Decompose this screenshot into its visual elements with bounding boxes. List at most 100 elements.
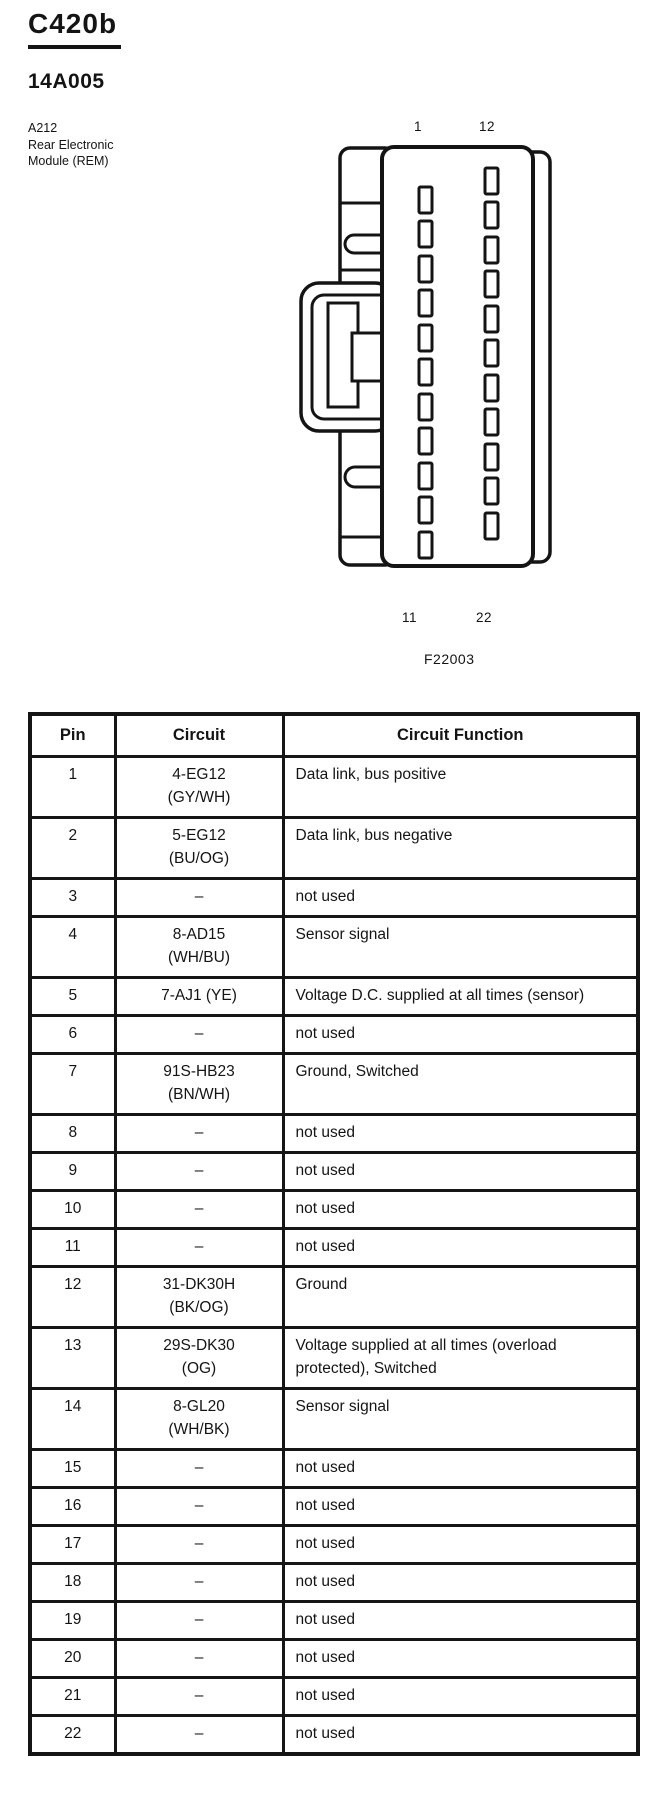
circuit-cell: – [113,1600,285,1641]
function-cell: not used [281,1151,640,1192]
pin-label-22: 22 [476,610,493,625]
function-cell: Data link, bus positive [281,755,640,819]
pin-cell: 6 [28,1014,117,1055]
circuit-cell: – [113,1189,285,1230]
component-label: A212 Rear Electronic Module (REM) [28,120,113,170]
component-label-line2: Rear Electronic [28,137,114,152]
table-row: 8–not used [28,1113,640,1154]
circuit-cell: – [113,1113,285,1154]
function-cell: not used [281,1113,640,1154]
function-cell: Voltage supplied at all times (overload … [281,1326,640,1390]
function-cell: not used [281,1486,640,1527]
circuit-cell: 7-AJ1 (YE) [113,976,285,1017]
table-row: 6–not used [28,1014,640,1055]
function-cell: not used [281,1524,640,1565]
circuit-cell: – [113,1014,285,1055]
table-row: 3–not used [28,877,640,918]
table-row: 20–not used [28,1638,640,1679]
function-cell: Sensor signal [281,915,640,979]
table-row: 18–not used [28,1562,640,1603]
pin-label-11: 11 [402,610,418,625]
function-cell: Ground, Switched [281,1052,640,1116]
function-cell: Data link, bus negative [281,816,640,880]
circuit-cell: 4-EG12(GY/WH) [113,755,285,819]
component-label-line3: Module (REM) [28,154,109,168]
table-row: 11–not used [28,1227,640,1268]
circuit-cell: 31-DK30H(BK/OG) [113,1265,285,1329]
function-cell: Ground [281,1265,640,1329]
pin-slot-column-right [485,168,498,539]
table-row: 16–not used [28,1486,640,1527]
pin-slot-column-left [419,187,432,558]
circuit-cell: 8-AD15(WH/BU) [113,915,285,979]
pin-cell: 4 [28,915,117,979]
function-cell: not used [281,1014,640,1055]
pin-cell: 17 [28,1524,117,1565]
table-row: 19–not used [28,1600,640,1641]
table-header-row: Pin Circuit Circuit Function [28,712,640,758]
function-cell: not used [281,1189,640,1230]
pin-cell: 20 [28,1638,117,1679]
circuit-cell: – [113,1151,285,1192]
table-row: 22–not used [28,1714,640,1756]
pin-cell: 18 [28,1562,117,1603]
circuit-cell: 8-GL20(WH/BK) [113,1387,285,1451]
circuit-cell: – [113,1227,285,1268]
part-number: 14A005 [28,70,105,93]
pin-cell: 16 [28,1486,117,1527]
function-cell: not used [281,1714,640,1756]
function-cell: not used [281,1448,640,1489]
pin-cell: 9 [28,1151,117,1192]
pin-cell: 19 [28,1600,117,1641]
pin-label-1: 1 [414,119,423,134]
circuit-cell: – [113,1486,285,1527]
function-cell: not used [281,1227,640,1268]
circuit-cell: 5-EG12(BU/OG) [113,816,285,880]
pin-cell: 2 [28,816,117,880]
circuit-cell: – [113,1562,285,1603]
function-cell: Voltage D.C. supplied at all times (sens… [281,976,640,1017]
function-cell: not used [281,1676,640,1717]
pin-cell: 12 [28,1265,117,1329]
pin-cell: 7 [28,1052,117,1116]
pin-cell: 1 [28,755,117,819]
table-row: 21–not used [28,1676,640,1717]
page-title: C420b [28,8,122,49]
pin-cell: 3 [28,877,117,918]
table-row: 17–not used [28,1524,640,1565]
circuit-cell: 91S-HB23(BN/WH) [113,1052,285,1116]
pin-cell: 15 [28,1448,117,1489]
pin-cell: 10 [28,1189,117,1230]
function-cell: not used [281,1600,640,1641]
circuit-cell: 29S-DK30(OG) [113,1326,285,1390]
circuit-cell: – [113,1448,285,1489]
function-cell: Sensor signal [281,1387,640,1451]
table-row: 10–not used [28,1189,640,1230]
connector-diagram [295,115,555,575]
pin-cell: 21 [28,1676,117,1717]
circuit-function-column-header: Circuit Function [281,712,640,758]
pin-cell: 13 [28,1326,117,1390]
pin-column-header: Pin [28,712,117,758]
table-row: 9–not used [28,1151,640,1192]
connector-latch [301,283,397,431]
connector-body [382,147,533,566]
circuit-column-header: Circuit [113,712,285,758]
function-cell: not used [281,1638,640,1679]
function-cell: not used [281,877,640,918]
pin-cell: 8 [28,1113,117,1154]
circuit-cell: – [113,1676,285,1717]
pin-cell: 5 [28,976,117,1017]
pin-label-12: 12 [479,119,496,134]
pin-cell: 22 [28,1714,117,1756]
circuit-cell: – [113,1714,285,1756]
